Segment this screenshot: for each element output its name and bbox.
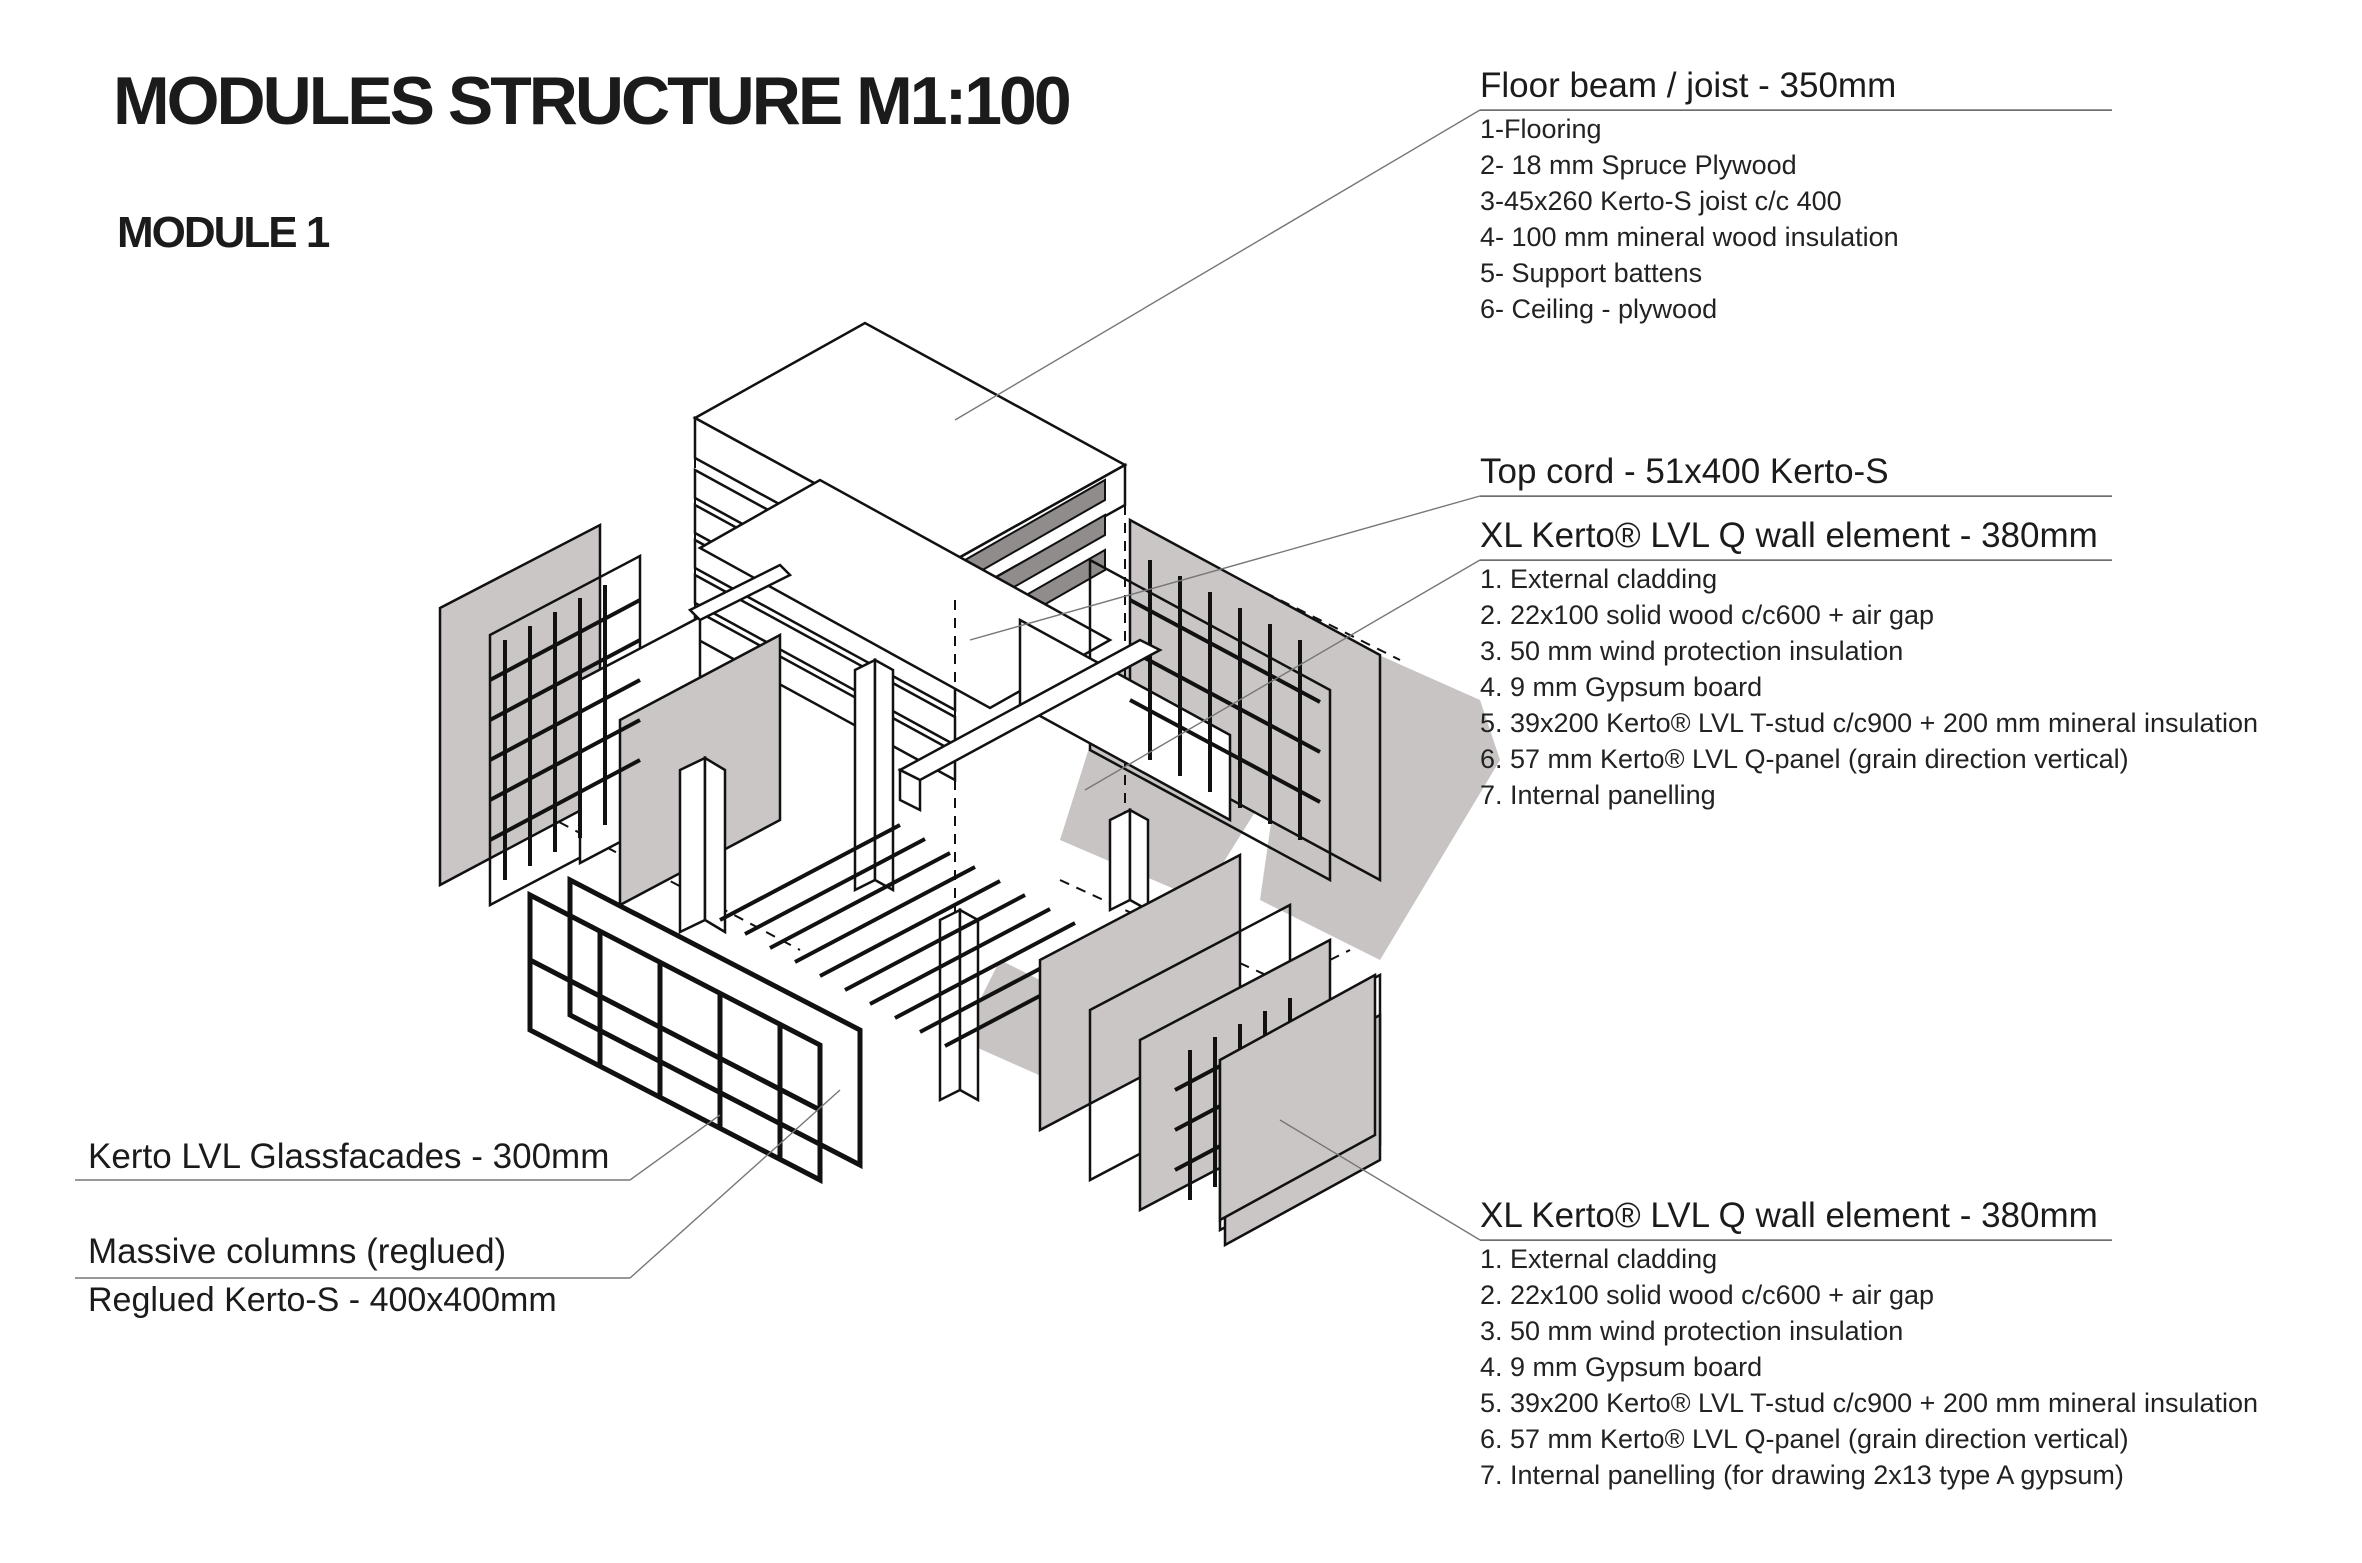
wall-upper-layers: 1. External cladding 2. 22x100 solid wood…	[1480, 561, 2258, 813]
layer-item: 5. 39x200 Kerto® LVL T-stud c/c900 + 200…	[1480, 1388, 2259, 1418]
layer-item: 1. External cladding	[1480, 564, 1718, 594]
layer-item: 4- 100 mm mineral wood insulation	[1480, 222, 1899, 252]
right-wall-grid	[1129, 560, 1321, 840]
right-wall-panels	[1018, 517, 1382, 883]
glass-facade	[527, 875, 863, 1185]
front-panel	[1218, 972, 1377, 1223]
layer-item: 6- Ceiling - plywood	[1480, 294, 1718, 324]
columns	[678, 657, 1150, 1103]
layer-item: 6. 57 mm Kerto® LVL Q-panel (grain direc…	[1480, 744, 2129, 774]
layer-item: 7. Internal panelling	[1480, 780, 1716, 810]
glassfacades-heading: Kerto LVL Glassfacades - 300mm	[88, 1137, 610, 1176]
layer-item: 4. 9 mm Gypsum board	[1480, 1352, 1763, 1382]
layer-item: 6. 57 mm Kerto® LVL Q-panel (grain direc…	[1480, 1424, 2129, 1454]
layer-item: 1-Flooring	[1480, 114, 1602, 144]
layer-item: 2. 22x100 solid wood c/c600 + air gap	[1480, 1280, 1935, 1310]
floor-beam-heading: Floor beam / joist - 350mm	[1480, 64, 2112, 111]
label-wall-element-lower: XL Kerto® LVL Q wall element - 380mm 1. …	[1480, 1194, 2258, 1493]
layer-item: 5. 39x200 Kerto® LVL T-stud c/c900 + 200…	[1480, 708, 2259, 738]
ceiling-plate	[697, 478, 1113, 710]
layer-item: 1. External cladding	[1480, 1244, 1718, 1274]
layer-item: 2. 22x100 solid wood c/c600 + air gap	[1480, 600, 1935, 630]
floor-beam-layers: 1-Flooring 2- 18 mm Spruce Plywood 3-45x26…	[1480, 111, 2112, 327]
top-cord-beam	[687, 563, 1163, 813]
layer-item: 5- Support battens	[1480, 258, 1703, 288]
page-title: MODULES STRUCTURE M1:100	[113, 63, 1072, 139]
label-wall-element-upper: XL Kerto® LVL Q wall element - 380mm 1. …	[1480, 514, 2258, 813]
wall-upper-heading: XL Kerto® LVL Q wall element - 380mm	[1480, 514, 2112, 561]
layer-item: 2- 18 mm Spruce Plywood	[1480, 150, 1797, 180]
layer-item: 3-45x260 Kerto-S joist c/c 400	[1480, 186, 1842, 216]
top-cord-heading: Top cord - 51x400 Kerto-S	[1480, 450, 2112, 497]
wall-lower-heading: XL Kerto® LVL Q wall element - 380mm	[1480, 1194, 2112, 1241]
layer-item: 3. 50 mm wind protection insulation	[1480, 1316, 1904, 1346]
label-top-cord: Top cord - 51x400 Kerto-S	[1480, 450, 2112, 497]
wall-lower-layers: 1. External cladding 2. 22x100 solid wood…	[1480, 1241, 2258, 1493]
layer-item: 4. 9 mm Gypsum board	[1480, 672, 1763, 702]
layer-item: 3. 50 mm wind protection insulation	[1480, 636, 1904, 666]
module-subtitle: MODULE 1	[117, 208, 330, 257]
layer-item: 7. Internal panelling (for drawing 2x13 …	[1480, 1460, 2124, 1490]
left-wall-grid	[489, 585, 641, 880]
columns-heading: Massive columns (reglued)	[88, 1232, 507, 1271]
label-floor-beam: Floor beam / joist - 350mm 1-Flooring 2- …	[1480, 64, 2112, 327]
columns-subheading: Reglued Kerto-S - 400x400mm	[88, 1281, 557, 1319]
